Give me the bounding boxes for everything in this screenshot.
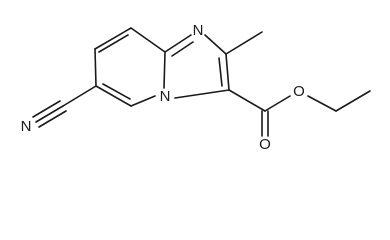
bond-c8a-n1 (164, 34, 192, 53)
bond-c3-n4 (174, 89, 230, 99)
bond-c8-c7 (94, 27, 132, 50)
bond-n1-c2 (204, 34, 227, 55)
bond-c2-methyl (225, 31, 263, 55)
atom-n-nitrile: N (21, 118, 32, 135)
atom-o-ester: O (293, 83, 305, 100)
bond-carbonyl-c-o-ester (264, 95, 291, 112)
imidazole-ring (164, 34, 230, 99)
bond-c5-n4 (130, 95, 156, 107)
bond-nitrile-triple-a (35, 105, 64, 123)
bond-ch2-ch3 (335, 90, 371, 112)
bond-c8-c7-double (98, 34, 129, 53)
bond-c2-c3-double (218, 57, 223, 87)
bond-c8a-n1-double (171, 41, 194, 57)
atom-labels: N N O O N (21, 22, 305, 153)
bond-c7-c6 (94, 48, 97, 87)
atom-n-bridgehead: N (160, 88, 171, 105)
bond-c6-nitrile-c (62, 85, 97, 107)
bond-c6-c5-double (102, 83, 131, 100)
chemical-structure: N N O O N (21, 22, 371, 153)
bond-o-ester-ch2 (307, 95, 337, 112)
atom-n-imidazole: N (193, 22, 204, 39)
bond-nitrile-triple-c (38, 110, 67, 128)
bond-nitrile-triple-b (32, 100, 61, 118)
bond-c6-c5 (95, 85, 132, 107)
methyl-group (225, 31, 263, 55)
bond-c2-c3 (225, 53, 230, 91)
atom-o-carbonyl: O (259, 136, 271, 153)
bond-n4-c8a (163, 51, 166, 89)
ester-group (228, 89, 371, 137)
nitrile-group (32, 48, 97, 128)
bond-c8a-c8 (130, 27, 166, 53)
pyridine-ring (94, 27, 166, 107)
bond-c3-carbonyl-c (228, 89, 266, 112)
